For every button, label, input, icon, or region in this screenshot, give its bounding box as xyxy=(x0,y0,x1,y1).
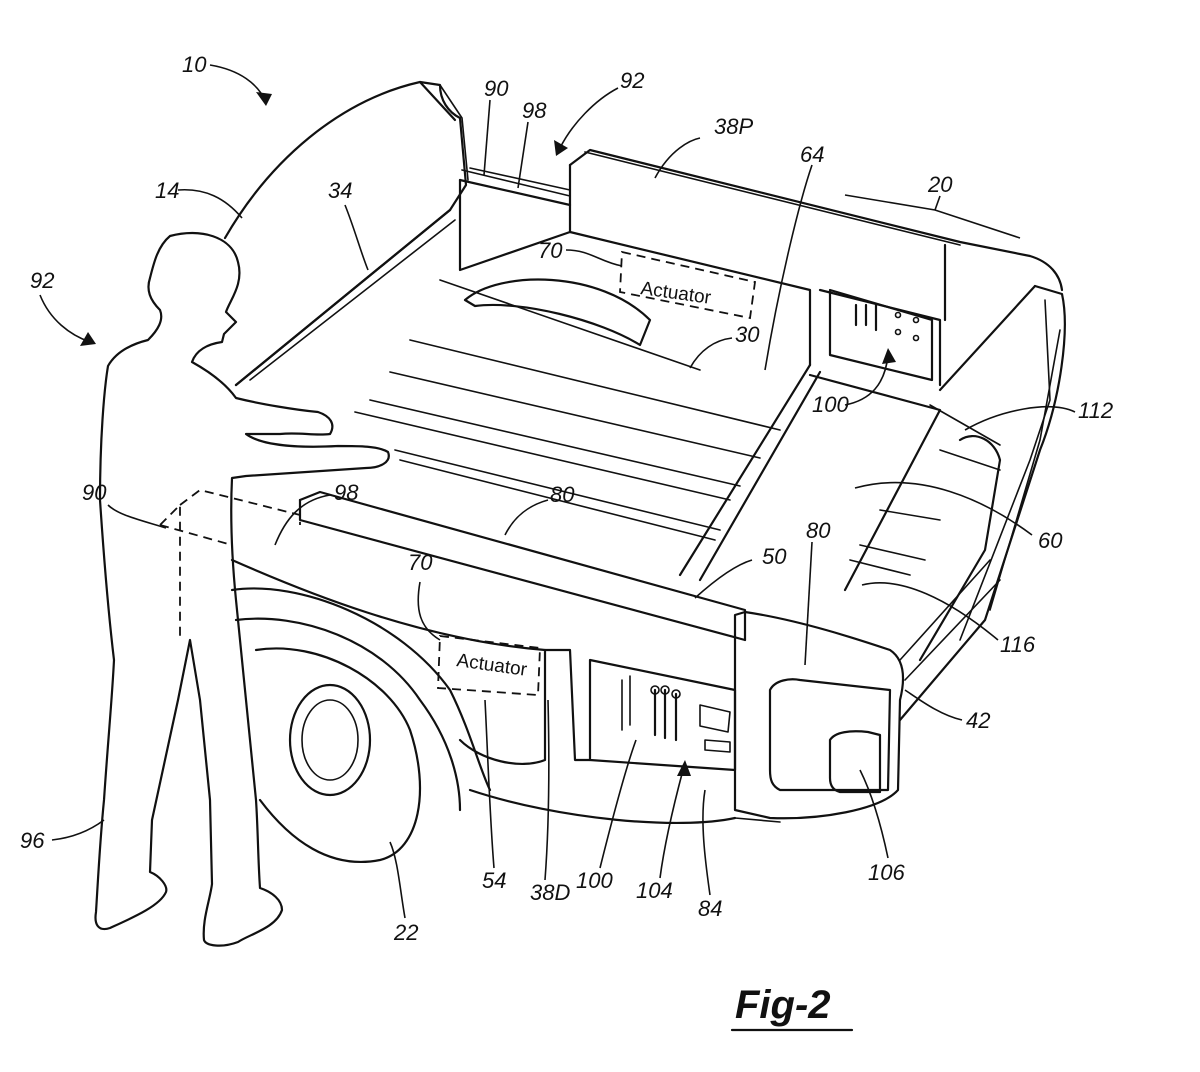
ref-34: 34 xyxy=(328,178,352,203)
ref-42: 42 xyxy=(966,708,990,733)
ref-50: 50 xyxy=(762,544,787,569)
ref-20: 20 xyxy=(927,172,953,197)
ref-22: 22 xyxy=(393,920,418,945)
ref-98-mid: 98 xyxy=(334,480,359,505)
ref-70-bottom: 70 xyxy=(408,550,433,575)
ref-92-left: 92 xyxy=(30,268,54,293)
cover-panel xyxy=(223,80,469,387)
ref-90-top: 90 xyxy=(484,76,509,101)
person-outline xyxy=(94,232,390,947)
ref-80-mid: 80 xyxy=(550,482,575,507)
ref-112: 112 xyxy=(1078,398,1113,423)
leader-lines xyxy=(39,64,1076,919)
ref-80-right: 80 xyxy=(806,518,831,543)
actuator-label-lower: Actuator xyxy=(455,650,529,681)
ref-64: 64 xyxy=(800,142,824,167)
ref-84: 84 xyxy=(698,896,722,921)
ref-100-top: 100 xyxy=(812,392,849,417)
figure-label: Fig-2 xyxy=(730,983,854,1032)
ref-14: 14 xyxy=(155,178,179,203)
ref-96: 96 xyxy=(20,828,45,853)
figure-label-text: Fig-2 xyxy=(735,983,831,1027)
actuator-box-upper: Actuator xyxy=(619,250,757,320)
ref-100-bottom: 100 xyxy=(576,868,613,893)
ref-38p: 38P xyxy=(714,114,753,139)
ref-92-top: 92 xyxy=(620,68,644,93)
ref-98-top: 98 xyxy=(522,98,547,123)
ref-60: 60 xyxy=(1038,528,1063,553)
ref-54: 54 xyxy=(482,868,506,893)
ref-38d: 38D xyxy=(530,880,570,905)
ref-10: 10 xyxy=(182,52,207,77)
ref-104: 104 xyxy=(636,878,673,903)
actuator-label-upper: Actuator xyxy=(639,278,713,309)
reference-numerals: 10 14 92 92 34 90 98 38P 64 20 70 30 100… xyxy=(20,52,1113,945)
ref-70-top: 70 xyxy=(538,238,563,263)
ref-106: 106 xyxy=(868,860,905,885)
actuator-box-lower: Actuator xyxy=(437,634,541,696)
truck-bed xyxy=(159,148,1066,863)
ref-116: 116 xyxy=(1000,632,1036,657)
ref-90-left: 90 xyxy=(82,480,107,505)
ref-30: 30 xyxy=(735,322,760,347)
